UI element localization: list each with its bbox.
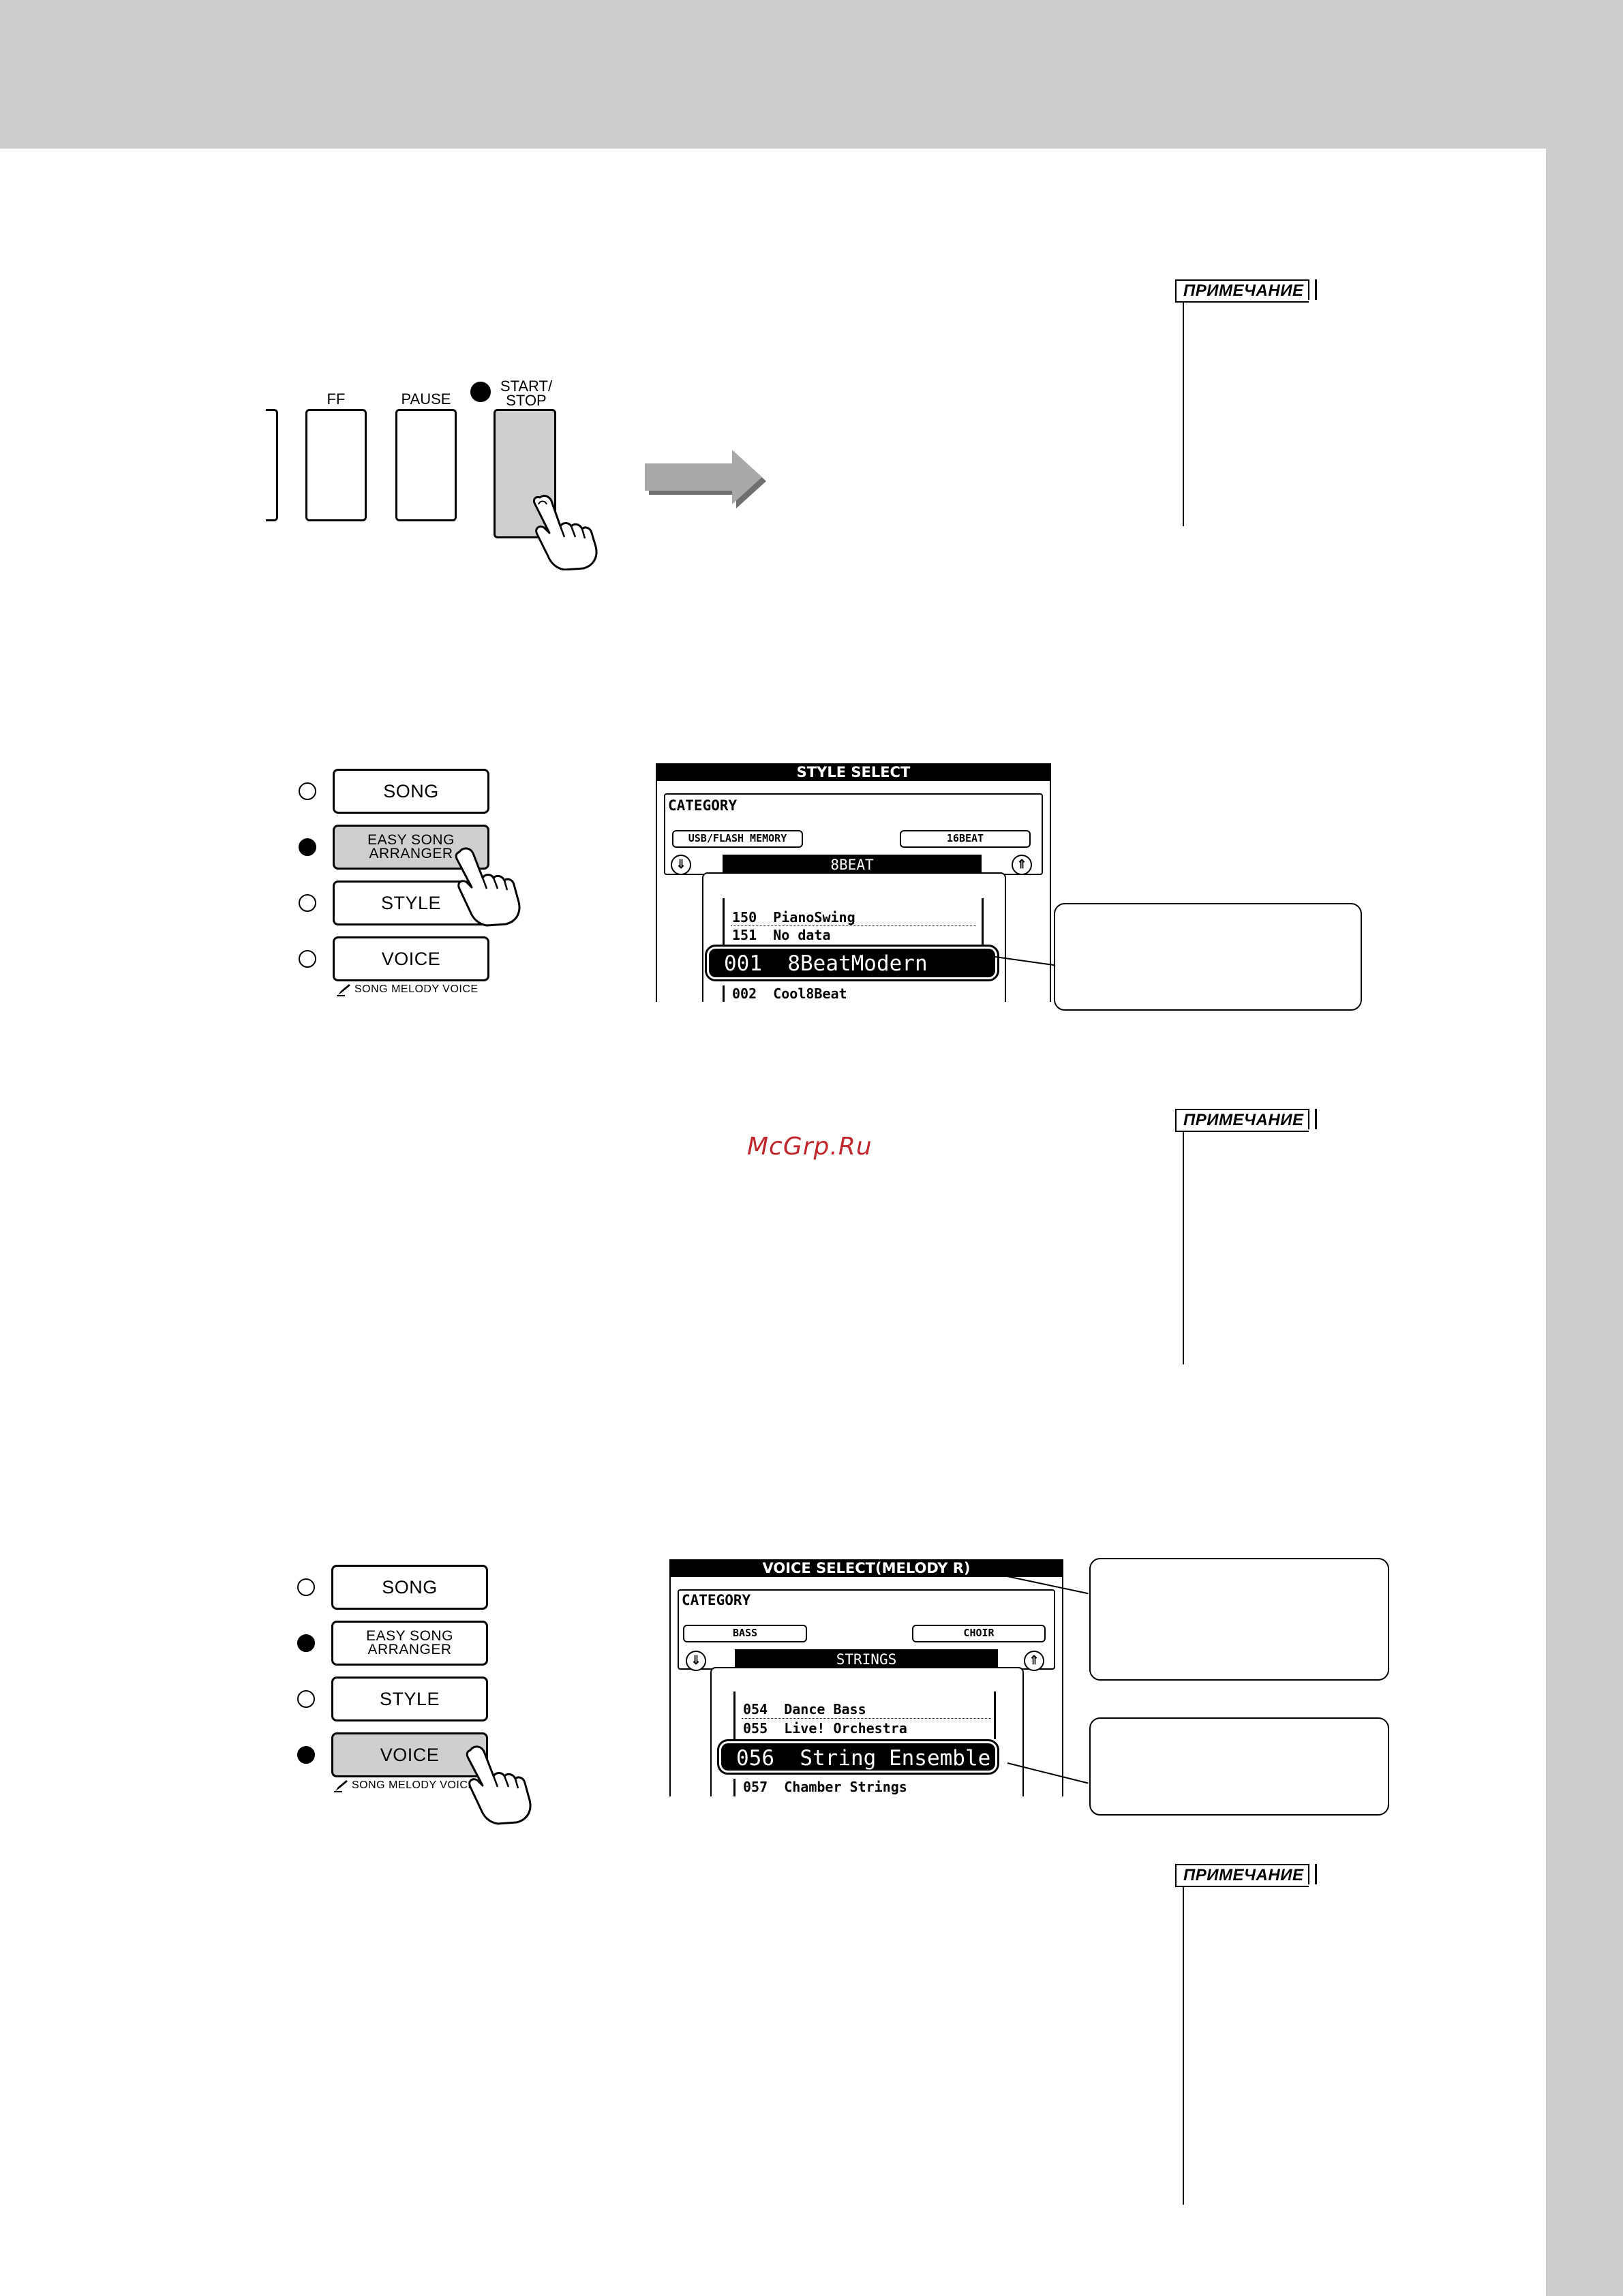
right-arrow-icon bbox=[645, 450, 766, 508]
note-rule bbox=[1183, 1131, 1184, 1364]
pause-button[interactable] bbox=[395, 409, 457, 521]
note-label: ПРИМЕЧАНИЕ bbox=[1175, 1864, 1318, 1887]
note-block-3: ПРИМЕЧАНИЕ bbox=[1175, 1864, 1318, 1887]
next-category: CHOIR bbox=[912, 1625, 1046, 1642]
easy-song-led bbox=[299, 838, 316, 856]
note-block-1: ПРИМЕЧАНИЕ bbox=[1175, 279, 1318, 303]
right-margin-band bbox=[1546, 149, 1623, 2296]
list-panel bbox=[702, 872, 1006, 1002]
category-down-icon[interactable]: ⇓ bbox=[686, 1651, 706, 1671]
list-item: 054 Dance Bass bbox=[743, 1701, 866, 1717]
callout-box bbox=[1054, 903, 1362, 1011]
voice-button[interactable]: VOICE bbox=[333, 936, 489, 981]
song-melody-voice-caption: SONG MELODY VOICE bbox=[352, 1779, 476, 1791]
start-stop-label: START/ STOP bbox=[500, 378, 553, 409]
style-led bbox=[297, 1690, 315, 1708]
category-label: CATEGORY bbox=[668, 797, 738, 814]
song-led bbox=[297, 1578, 315, 1596]
song-button[interactable]: SONG bbox=[333, 769, 489, 814]
pen-icon bbox=[337, 983, 352, 996]
list-panel bbox=[710, 1667, 1024, 1796]
voice-led bbox=[297, 1746, 315, 1764]
note-block-2: ПРИМЕЧАНИЕ bbox=[1175, 1109, 1318, 1132]
list-item: 055 Live! Orchestra bbox=[743, 1720, 907, 1736]
watermark: McGrp.Ru bbox=[747, 1133, 873, 1161]
note-label: ПРИМЕЧАНИЕ bbox=[1175, 279, 1318, 303]
category-label: CATEGORY bbox=[682, 1592, 751, 1608]
prev-category: BASS bbox=[683, 1625, 807, 1642]
note-rule bbox=[1183, 1886, 1184, 2205]
ff-button[interactable] bbox=[305, 409, 367, 521]
list-item: 002 Cool8Beat bbox=[732, 985, 847, 1002]
easy-song-arranger-button[interactable]: EASY SONG ARRANGER bbox=[331, 1621, 488, 1666]
start-stop-indicator bbox=[470, 382, 491, 402]
callout-box bbox=[1089, 1717, 1389, 1816]
voice-button[interactable]: VOICE bbox=[331, 1732, 488, 1777]
selected-style: 001 8BeatModern bbox=[705, 945, 999, 981]
note-rule bbox=[1183, 301, 1184, 526]
callout-box bbox=[1089, 1558, 1389, 1681]
partial-button bbox=[266, 409, 278, 521]
style-led bbox=[299, 894, 316, 912]
prev-category: USB/FLASH MEMORY bbox=[672, 830, 803, 848]
category-up-icon[interactable]: ⇑ bbox=[1012, 855, 1032, 875]
screen-title: VOICE SELECT(MELODY R) bbox=[669, 1559, 1063, 1577]
song-button[interactable]: SONG bbox=[331, 1565, 488, 1610]
next-category: 16BEAT bbox=[900, 830, 1031, 848]
pen-icon bbox=[334, 1779, 349, 1792]
voice-led bbox=[299, 950, 316, 968]
pressing-hand-icon bbox=[455, 847, 521, 927]
selected-voice: 056 String Ensemble bbox=[717, 1739, 999, 1775]
note-label: ПРИМЕЧАНИЕ bbox=[1175, 1109, 1318, 1132]
category-down-icon[interactable]: ⇓ bbox=[671, 855, 691, 875]
song-melody-voice-caption: SONG MELODY VOICE bbox=[354, 983, 479, 995]
start-stop-button[interactable] bbox=[494, 409, 556, 538]
easy-song-arranger-button[interactable]: EASY SONG ARRANGER bbox=[333, 825, 489, 870]
list-item: 150 PianoSwing bbox=[732, 909, 855, 925]
pressing-hand-icon bbox=[466, 1745, 532, 1825]
pressing-hand-icon bbox=[533, 495, 598, 570]
song-led bbox=[299, 782, 316, 800]
easy-song-led bbox=[297, 1634, 315, 1652]
category-up-icon[interactable]: ⇑ bbox=[1024, 1651, 1044, 1671]
pause-label: PAUSE bbox=[401, 391, 451, 408]
ff-label: FF bbox=[327, 391, 346, 408]
screen-title: STYLE SELECT bbox=[656, 763, 1051, 781]
voice-select-screen: VOICE SELECT(MELODY R) CATEGORY BASS CHO… bbox=[669, 1559, 1063, 1796]
style-select-screen: STYLE SELECT CATEGORY USB/FLASH MEMORY 1… bbox=[656, 763, 1051, 1002]
style-button[interactable]: STYLE bbox=[331, 1677, 488, 1721]
top-margin-band bbox=[0, 0, 1623, 149]
list-item: 057 Chamber Strings bbox=[743, 1779, 907, 1795]
current-category: 8BEAT bbox=[723, 855, 982, 875]
list-item: 151 No data bbox=[732, 927, 831, 943]
